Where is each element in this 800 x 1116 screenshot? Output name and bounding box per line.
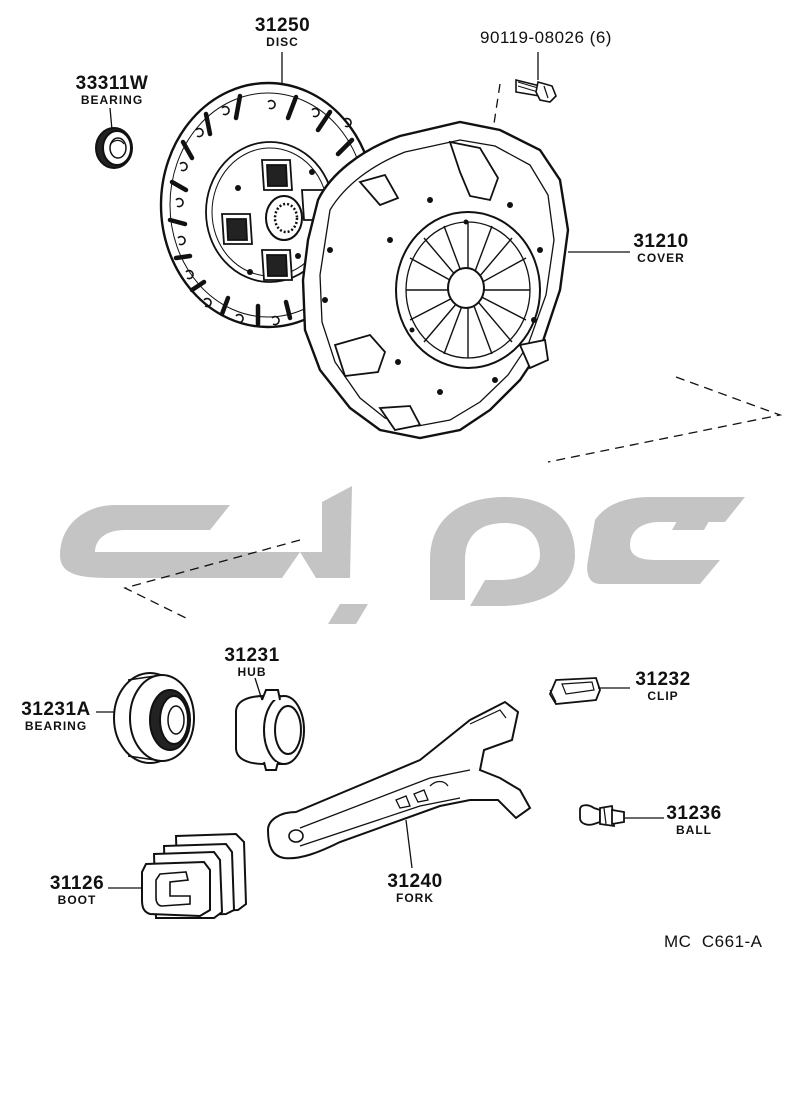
label-hub: 31231 HUB [220,646,284,678]
part-name-clip: CLIP [647,689,679,703]
part-name-hub: HUB [237,665,267,679]
label-boot: 31126 BOOT [44,874,110,906]
diagram-code: MC C661-A [664,932,763,951]
part-name-disc: DISC [266,35,299,49]
part-number-hub: 31231 [224,645,280,666]
watermark-logo [60,486,745,624]
part-name-boot: BOOT [57,893,97,907]
part-number-boot: 31126 [49,873,105,894]
label-fork: 31240 FORK [382,872,448,904]
part-number-fork: 31240 [387,871,443,892]
ball-drawing [579,804,625,828]
label-cover: 31210 COVER [630,232,692,264]
part-number-ball: 31236 [666,803,722,824]
part-name-ball: BALL [676,823,712,837]
bolt-drawing [515,78,557,103]
leader-lines [96,52,664,889]
label-ball: 31236 BALL [660,804,728,836]
release-bearing-drawing [113,672,195,764]
label-pilot-bearing: 33311W BEARING [66,74,158,106]
part-name-cover: COVER [637,251,685,265]
part-name-release-bearing: BEARING [24,719,88,733]
part-number-disc: 31250 [254,15,311,36]
boot-drawing [141,832,248,919]
pilot-bearing-drawing [95,127,133,169]
label-disc: 31250 DISC [240,16,325,48]
part-number-pilot-bearing: 33311W [75,73,149,94]
part-number-release-bearing: 31231A [21,699,91,720]
hub-drawing [235,689,305,771]
part-number-cover: 31210 [633,231,689,252]
fork-drawing [266,700,532,860]
part-name-pilot-bearing: BEARING [80,93,144,107]
part-number-clip: 31232 [635,669,691,690]
clutch-cover-drawing [301,120,570,440]
clip-drawing [548,677,601,705]
part-number-bolt: 90119-08026 (6) [480,28,612,47]
part-name-fork: FORK [396,891,434,905]
label-release-bearing: 31231A BEARING [14,700,98,732]
dashed-guide-lines [123,83,783,621]
label-clip: 31232 CLIP [630,670,696,702]
